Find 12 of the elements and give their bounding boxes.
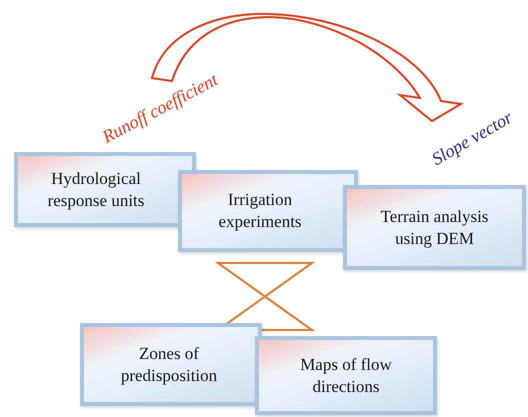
curved-arrow [151, 12, 462, 122]
box-label: Terrain analysis using DEM [380, 206, 490, 250]
process-box [14, 152, 196, 227]
box-label: Maps of flow directions [299, 354, 393, 398]
process-box [80, 323, 262, 406]
box-label: Zones of predisposition [120, 342, 218, 386]
box-label: Irrigation experiments [217, 189, 303, 233]
process-box [343, 185, 526, 270]
box-label: Hydrological response units [46, 168, 146, 212]
edge-end-label: Slope vector [428, 106, 516, 170]
process-box [178, 170, 358, 252]
process-box [255, 336, 437, 415]
